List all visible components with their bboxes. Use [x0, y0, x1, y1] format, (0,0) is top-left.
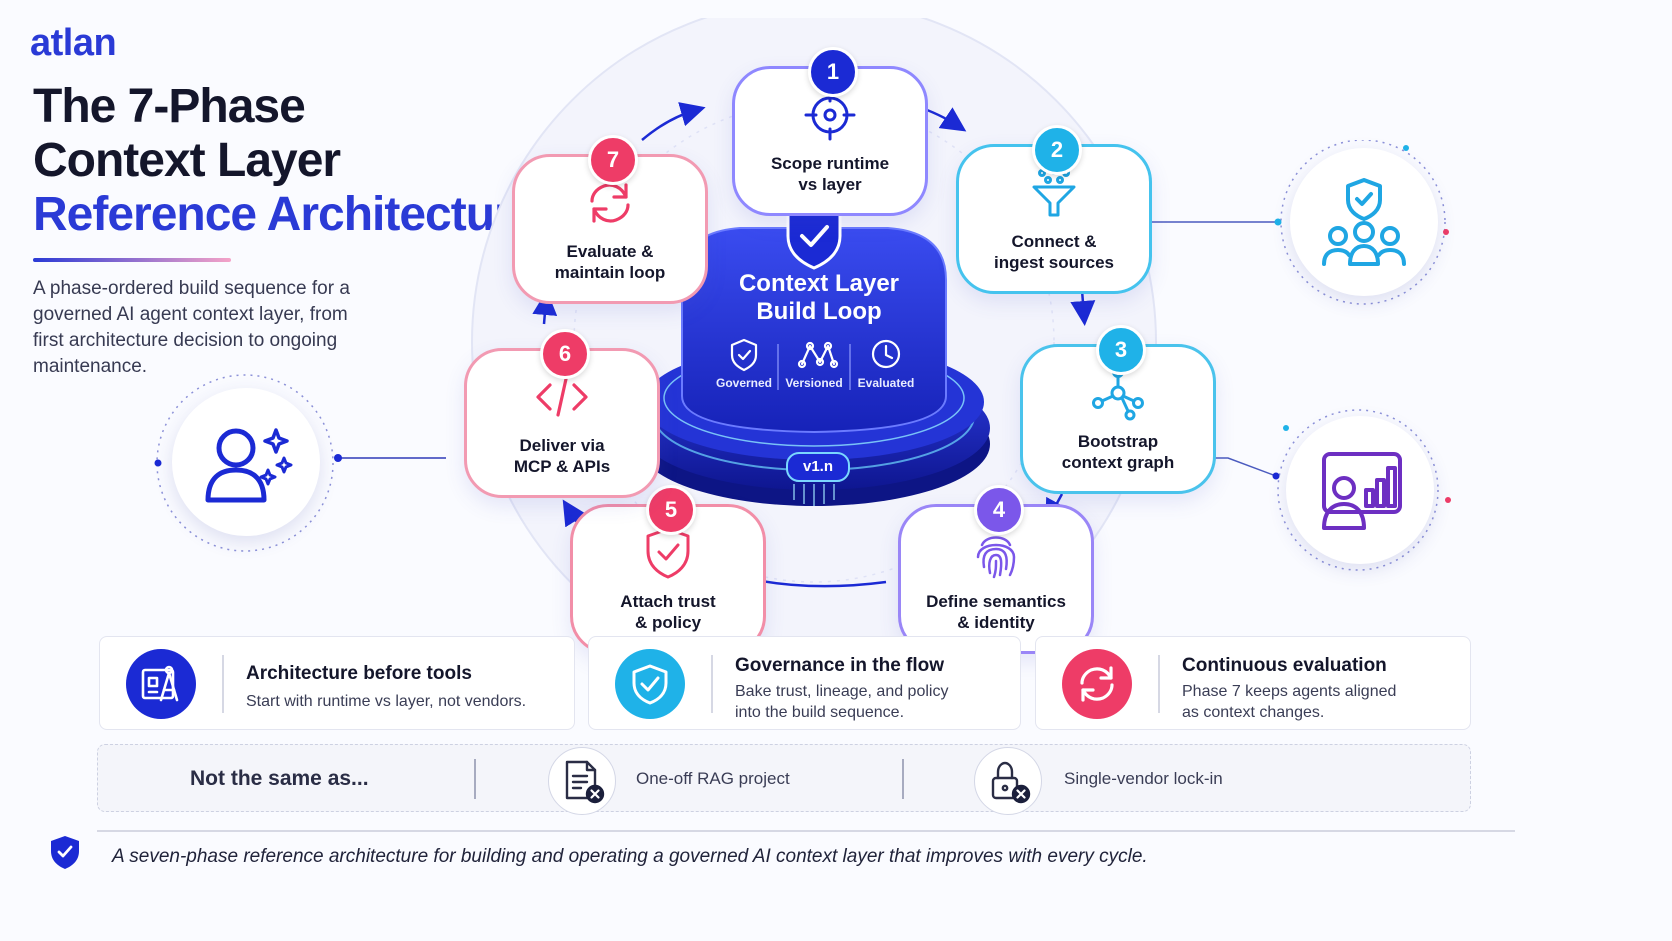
graph-nodes-icon	[1092, 366, 1144, 421]
hub-feature-evaluated: Evaluated	[857, 376, 915, 390]
build-loop-diagram: Context Layer Build Loop Governed Versio…	[440, 18, 1260, 678]
takeaway-evaluation: Continuous evaluation Phase 7 keeps agen…	[1035, 636, 1471, 730]
phase-label-line-2: vs layer	[798, 175, 862, 194]
title-underline	[33, 258, 231, 262]
not-same-item-label: Single-vendor lock-in	[1064, 769, 1223, 788]
phase-card-6[interactable]: 6 Deliver via MCP & APIs	[464, 329, 660, 498]
crosshair-icon	[804, 89, 856, 141]
shield-check-icon	[51, 836, 79, 869]
page-subtitle: A phase-ordered build sequence for a gov…	[33, 278, 350, 377]
code-icon	[536, 377, 588, 417]
not-same-divider	[902, 759, 904, 799]
hub-feature-governed: Governed	[715, 376, 772, 390]
left-connector	[154, 374, 446, 552]
hub-title-line-2: Build Loop	[756, 298, 882, 325]
hub-version-badge: v1.n	[786, 452, 850, 482]
phase-label-line-2: ingest sources	[994, 253, 1114, 272]
phase-label: Bootstrap context graph	[1033, 431, 1203, 473]
phase-card-2[interactable]: 2 Connect & ingest sources	[956, 125, 1152, 294]
shield-check-icon	[615, 649, 685, 719]
footer-divider	[97, 830, 1515, 832]
takeaway-body-line-2: into the build sequence.	[735, 704, 905, 721]
analytics-user-icon	[1286, 416, 1434, 564]
title-line-2: Context Layer	[33, 134, 341, 187]
phase-number-badge: 6	[540, 329, 590, 379]
phase-number-badge: 1	[808, 47, 858, 97]
takeaway-title: Architecture before tools	[246, 663, 472, 684]
phase-label: Connect & ingest sources	[969, 231, 1139, 273]
phase-label-line-2: & policy	[634, 613, 702, 632]
takeaway-divider	[222, 655, 224, 713]
governed-team-icon	[1290, 148, 1438, 296]
takeaway-body-line-1: Phase 7 keeps agents aligned	[1182, 683, 1397, 700]
phase-label: Define semantics & identity	[911, 591, 1081, 633]
not-same-item-label: One-off RAG project	[636, 769, 790, 788]
takeaway-body: Start with runtime vs layer, not vendors…	[246, 691, 526, 712]
phase-label-line-2: & identity	[957, 613, 1035, 632]
phase-label-line-2: context graph	[1061, 453, 1175, 472]
ai-user-icon	[172, 388, 320, 536]
phase-card-7[interactable]: 7 Evaluate & maintain loop	[512, 135, 708, 304]
phase-label: Deliver via MCP & APIs	[477, 435, 647, 477]
not-same-heading: Not the same as...	[190, 767, 369, 790]
phase-label-line-1: Define semantics	[926, 592, 1066, 611]
not-same-divider	[474, 759, 476, 799]
phase-label-line-1: Scope runtime	[770, 154, 890, 173]
phase-card-4[interactable]: 4 Define semantics & identity	[898, 485, 1094, 654]
takeaway-title: Continuous evaluation	[1182, 655, 1387, 676]
phase-label: Evaluate & maintain loop	[525, 241, 695, 283]
hub-feature-versioned: Versioned	[785, 376, 843, 390]
title-line-1: The 7-Phase	[33, 80, 306, 133]
phase-card-3[interactable]: 3 Bootstrap context graph	[1020, 325, 1216, 494]
hub-title: Context Layer Build Loop	[704, 270, 934, 326]
takeaway-body-line-1: Bake trust, lineage, and policy	[735, 683, 949, 700]
phase-number-badge: 2	[1032, 125, 1082, 175]
lock-x-icon	[974, 747, 1042, 815]
phase-card-5[interactable]: 5 Attach trust & policy	[570, 485, 766, 654]
document-x-icon	[548, 747, 616, 815]
takeaway-body-line-2: as context changes.	[1182, 704, 1325, 721]
phase-number-badge: 3	[1096, 325, 1146, 375]
phase-label: Scope runtime vs layer	[745, 153, 915, 195]
phase-label-line-1: Attach trust	[620, 592, 716, 611]
phase-label-line-2: MCP & APIs	[513, 457, 611, 476]
phase-card-1[interactable]: 1 Scope runtime vs layer	[732, 47, 928, 216]
hub-title-line-1: Context Layer	[738, 270, 900, 297]
phase-label-line-1: Bootstrap	[1077, 432, 1159, 451]
footer-caption: A seven-phase reference architecture for…	[112, 846, 1148, 867]
takeaway-architecture: Architecture before tools Start with run…	[99, 636, 575, 730]
phase-number-badge: 7	[588, 135, 638, 185]
title-line-3: Reference Architecture	[33, 188, 538, 241]
takeaway-title: Governance in the flow	[735, 655, 945, 676]
refresh-icon	[1062, 649, 1132, 719]
atlan-logo: atlan	[30, 22, 117, 64]
takeaway-divider	[711, 655, 713, 713]
shield-check-icon	[646, 527, 690, 579]
refresh-icon	[590, 183, 630, 223]
takeaway-body: Bake trust, lineage, and policy into the…	[735, 681, 948, 723]
not-same-as-bar: Not the same as... One-off RAG project S…	[97, 744, 1471, 815]
takeaway-body-line-1: Start with runtime vs layer, not vendors…	[246, 693, 527, 710]
phase-label-line-1: Evaluate &	[566, 242, 654, 261]
phase-number-badge: 5	[646, 485, 696, 535]
phase-label-line-1: Deliver via	[519, 436, 605, 455]
phase-label-line-2: maintain loop	[554, 263, 666, 282]
phase-number-badge: 4	[974, 485, 1024, 535]
takeaway-body: Phase 7 keeps agents aligned as context …	[1182, 681, 1396, 723]
takeaway-governance: Governance in the flow Bake trust, linea…	[588, 636, 1021, 730]
blueprint-icon	[126, 649, 196, 719]
phase-label-line-1: Connect &	[1011, 232, 1097, 251]
fingerprint-icon	[976, 536, 1016, 579]
phase-label: Attach trust & policy	[583, 591, 753, 633]
takeaway-divider	[1158, 655, 1160, 713]
page-title: The 7-Phase Context Layer Reference Arch…	[33, 80, 553, 242]
